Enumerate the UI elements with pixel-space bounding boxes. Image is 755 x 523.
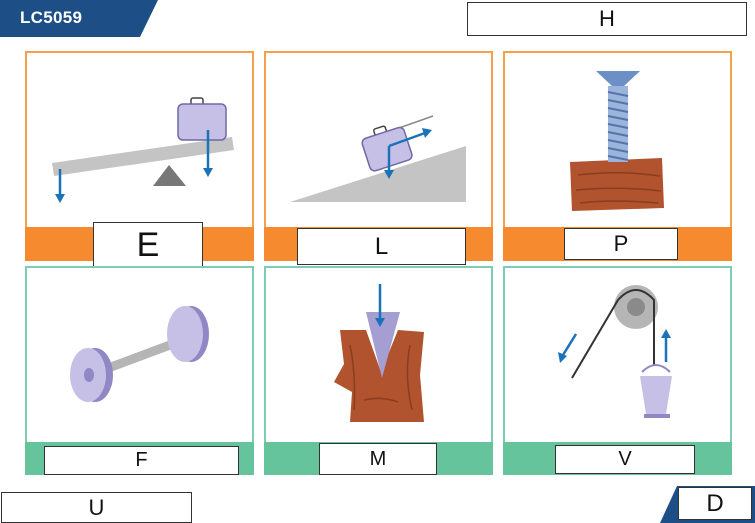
lesson-code: LC5059	[20, 8, 83, 27]
wood-block	[570, 158, 664, 211]
answer-box-screw[interactable]: P	[564, 228, 678, 260]
answer-lever-text: E	[136, 225, 160, 264]
lever-arrow-left	[55, 194, 65, 203]
lesson-code-tab: LC5059	[0, 0, 158, 37]
answer-bottom-left-text: U	[88, 494, 105, 520]
screw-head	[596, 71, 640, 86]
answer-incline-text: L	[374, 232, 389, 260]
answer-wheel-axle-text: F	[135, 449, 148, 471]
answer-top-text: H	[599, 6, 615, 31]
answer-bottom-right-text: D	[706, 489, 724, 517]
answer-pulley-text: V	[618, 448, 632, 470]
incline-arrow-down	[384, 170, 394, 179]
answer-box-bottom-left[interactable]: U	[1, 492, 192, 523]
pulley-arrow-down	[558, 352, 567, 363]
pulley-arrow-up	[661, 329, 671, 338]
lever-arrow-right	[203, 168, 213, 177]
lever-fulcrum	[153, 165, 186, 186]
pulley-rope	[571, 289, 655, 379]
answer-box-pulley[interactable]: V	[555, 445, 695, 474]
lever-plank	[52, 137, 234, 176]
answer-screw-text: P	[613, 231, 629, 256]
answer-box-top[interactable]: H	[467, 2, 747, 36]
wedge-arrow-down	[375, 318, 385, 327]
answer-box-wheel-axle[interactable]: F	[44, 446, 239, 475]
answer-box-bottom-right[interactable]: D	[678, 487, 752, 520]
card-wheel-axle	[25, 266, 254, 475]
answer-box-lever[interactable]: E	[93, 222, 203, 268]
wheel-right-icon	[167, 306, 203, 362]
answer-wedge-text: M	[369, 447, 387, 470]
answer-box-incline[interactable]: L	[297, 228, 466, 265]
suitcase-icon	[177, 103, 227, 141]
incline-suitcase-icon	[361, 125, 413, 172]
code-tab-shape	[0, 0, 158, 37]
incline-arrow-up	[422, 128, 432, 138]
log-split	[334, 330, 424, 422]
incline-ramp	[290, 146, 466, 202]
answer-box-wedge[interactable]: M	[319, 443, 437, 475]
wedge-icon	[366, 312, 400, 378]
bucket-icon	[640, 376, 672, 414]
